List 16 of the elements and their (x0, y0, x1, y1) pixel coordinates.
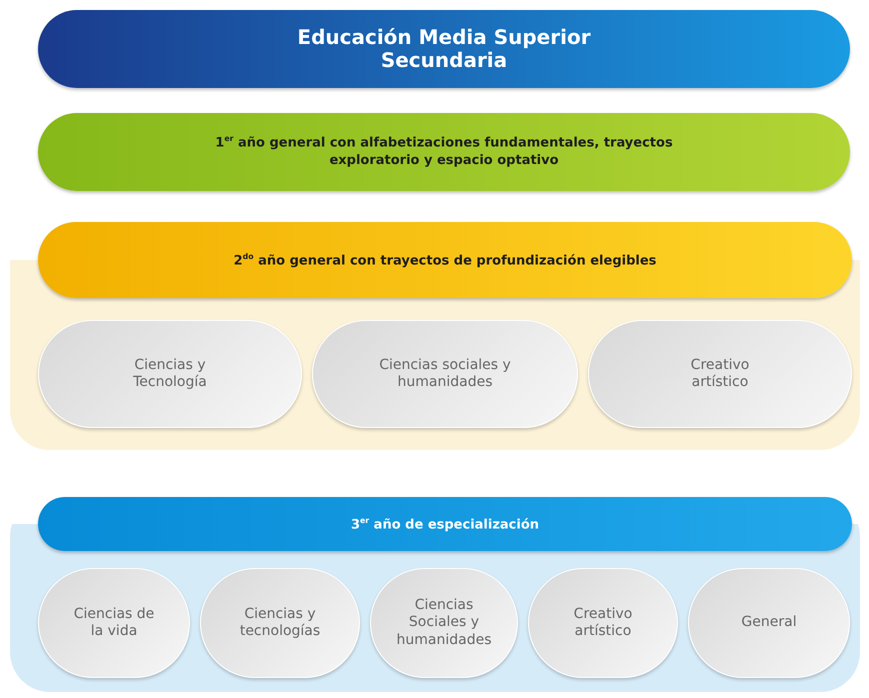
option-label: General (741, 614, 797, 632)
option-label: Creativo artístico (572, 606, 634, 640)
year-heading: 3$^{er}$ año de especialización (350, 516, 540, 532)
year-panel (10, 497, 860, 692)
option-label: Ciencias sociales y humanidades (378, 356, 512, 392)
option-label: Creativo artístico (690, 356, 750, 392)
year-heading: 2$^{do}$ año general con trayectos de profundización elegibles (234, 252, 656, 268)
option-label: Ciencias Sociales y humanidades (396, 596, 492, 650)
banner-heading: 1$^{er}$ año general con alfabetizaciones fundamentales, trayectos exploratorio y espacio optativo (214, 134, 674, 170)
banner-heading: Educación Media Superior Secundaria (296, 26, 592, 72)
option-label: Ciencias de la vida (72, 606, 156, 640)
title-banner (38, 10, 850, 88)
year-panel (10, 222, 860, 450)
option-label: Ciencias y Tecnología (132, 356, 208, 392)
year-banner (38, 113, 850, 191)
option-label: Ciencias y tecnologías (238, 606, 322, 640)
